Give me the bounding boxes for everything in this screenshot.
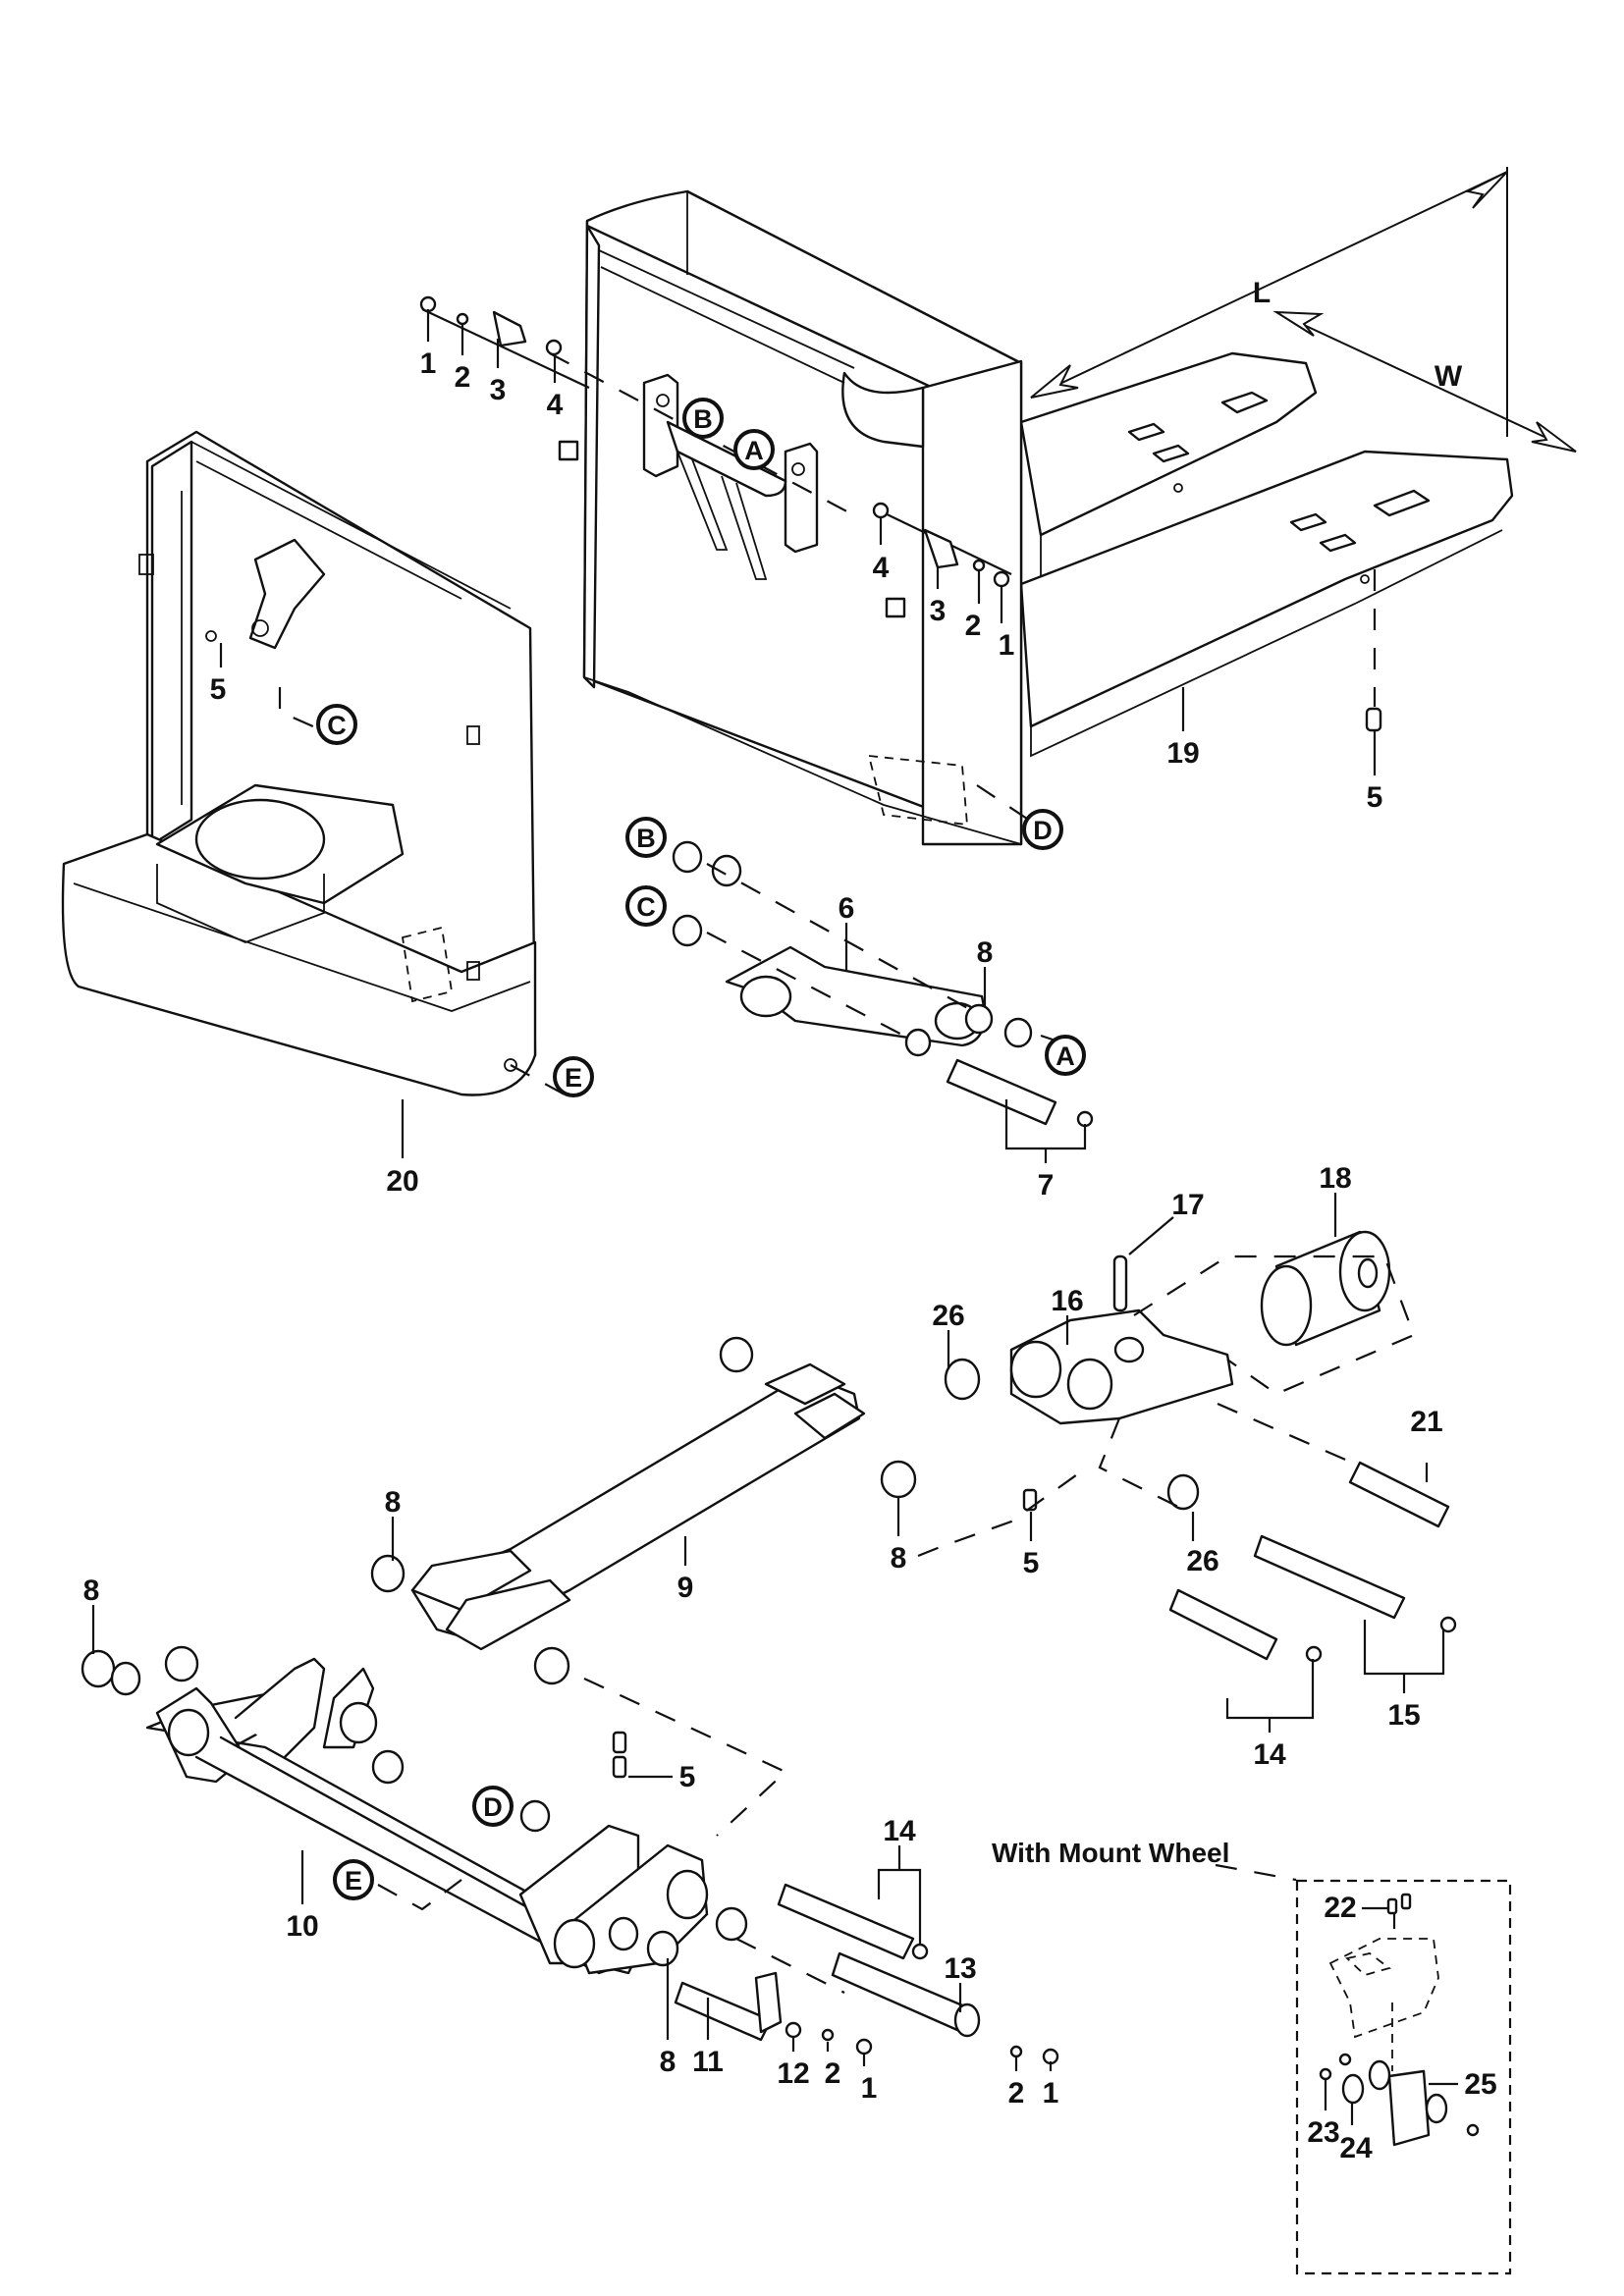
drive-wheel-18 — [1260, 1230, 1391, 1347]
ref-marker-d-frame: D — [1022, 809, 1063, 850]
callout-26: 26 — [932, 1300, 964, 1332]
callout-5: 5 — [1367, 781, 1383, 814]
leader-dash-e-top — [510, 1064, 566, 1095]
svg-text:C: C — [636, 892, 656, 922]
callout-11: 11 — [692, 2046, 724, 2078]
callout-24: 24 — [1339, 2132, 1373, 2164]
ref-marker-e-cover: E — [553, 1056, 594, 1097]
svg-text:A: A — [1056, 1041, 1075, 1071]
svg-text:E: E — [565, 1063, 582, 1093]
leader-dash-21 — [1217, 1402, 1376, 1474]
ref-marker-c-cover: C — [316, 704, 357, 745]
leader-dash-axle — [583, 1678, 787, 1837]
mount-wheel-inset — [1215, 1863, 1512, 2275]
callout-5: 5 — [1023, 1547, 1040, 1579]
fastener-set-right — [872, 502, 1012, 588]
callout-9: 9 — [677, 1572, 694, 1604]
callout-14: 14 — [1253, 1738, 1286, 1771]
fastener-set-top-left — [419, 295, 590, 389]
pin-14-lower — [777, 1883, 915, 1960]
callout-20: 20 — [386, 1165, 418, 1198]
svg-text:C: C — [327, 711, 347, 740]
leader-dash-b — [706, 863, 983, 1017]
callout-23: 23 — [1307, 2116, 1339, 2149]
ref-marker-a-arm: A — [1045, 1035, 1086, 1076]
lift-arm-9 — [370, 1336, 917, 1685]
callout-21: 21 — [1410, 1406, 1442, 1438]
callout-1: 1 — [861, 2072, 878, 2105]
lower-axle-10 — [81, 1645, 748, 1975]
ref-marker-c-arm: C — [625, 885, 667, 927]
callout-13: 13 — [944, 1952, 976, 1985]
callout-25: 25 — [1464, 2068, 1496, 2101]
leader-dash-c — [278, 687, 325, 733]
leader-dash-26 — [1098, 1417, 1189, 1513]
svg-text:B: B — [693, 404, 713, 434]
callout-3: 3 — [930, 595, 947, 627]
callout-7: 7 — [1038, 1169, 1055, 1201]
callout-2: 2 — [825, 2057, 841, 2090]
fork-frame-19 — [558, 189, 1514, 846]
callout-5: 5 — [210, 673, 227, 706]
callout-6: 6 — [839, 892, 855, 925]
callout-1: 1 — [999, 629, 1015, 662]
link-arm-6 — [672, 840, 1094, 1128]
dimension-length: L — [1030, 167, 1508, 437]
ref-marker-a-top: A — [733, 429, 775, 470]
callout-1: 1 — [1043, 2077, 1059, 2109]
callout-12: 12 — [777, 2057, 809, 2090]
callout-leaders — [91, 309, 1458, 2125]
pin-5-fork — [1365, 707, 1382, 732]
callout-2: 2 — [455, 361, 471, 394]
leader-dash-wheel — [1133, 1255, 1416, 1396]
pin-11 — [674, 1981, 773, 2042]
pin-14-upper — [1168, 1588, 1278, 1661]
callout-10: 10 — [286, 1910, 318, 1943]
pin-21 — [1348, 1461, 1450, 1528]
ref-marker-b-top: B — [682, 398, 724, 439]
svg-text:A: A — [744, 436, 764, 465]
svg-text:D: D — [1033, 816, 1053, 845]
callout-15: 15 — [1387, 1699, 1420, 1732]
cover-frame-20 — [61, 430, 537, 1096]
callout-14: 14 — [883, 1815, 916, 1847]
callout-8: 8 — [977, 936, 994, 969]
ref-marker-d-axle: D — [472, 1786, 514, 1827]
dimension-l-label: L — [1253, 277, 1271, 309]
callout-22: 22 — [1324, 1892, 1356, 1924]
ref-marker-e-axle: E — [333, 1859, 374, 1900]
callout-2: 2 — [1008, 2077, 1025, 2109]
callout-18: 18 — [1319, 1162, 1351, 1195]
dimension-w-label: W — [1435, 360, 1463, 393]
callout-5: 5 — [679, 1761, 696, 1793]
callout-8: 8 — [385, 1486, 402, 1519]
callout-8: 8 — [660, 2046, 677, 2078]
leader-dash-8-16 — [917, 1471, 1081, 1558]
callout-4: 4 — [547, 389, 564, 421]
wheel-bracket-16 — [944, 1255, 1234, 1512]
callout-1: 1 — [420, 347, 437, 380]
callout-17: 17 — [1171, 1189, 1204, 1221]
dimension-width: W — [1272, 310, 1577, 453]
callout-16: 16 — [1051, 1285, 1083, 1317]
pin-15 — [1253, 1534, 1406, 1620]
leader-dash-13 — [735, 1938, 845, 1994]
callout-8: 8 — [83, 1575, 100, 1607]
svg-text:B: B — [636, 824, 656, 853]
callout-numbers: 1 2 3 4 4 3 2 1 5 19 5 20 6 8 7 17 18 16… — [83, 347, 1497, 2164]
callout-4: 4 — [873, 552, 890, 584]
svg-text:D: D — [483, 1792, 503, 1822]
callout-2: 2 — [965, 610, 982, 642]
callout-19: 19 — [1166, 737, 1199, 770]
ref-marker-b-arm: B — [625, 817, 667, 858]
callout-26: 26 — [1186, 1545, 1218, 1577]
mount-wheel-caption: With Mount Wheel — [992, 1838, 1229, 1868]
callout-3: 3 — [490, 374, 507, 406]
svg-text:E: E — [345, 1866, 362, 1896]
callout-8: 8 — [891, 1542, 907, 1575]
leader-dash-e — [377, 1879, 462, 1911]
